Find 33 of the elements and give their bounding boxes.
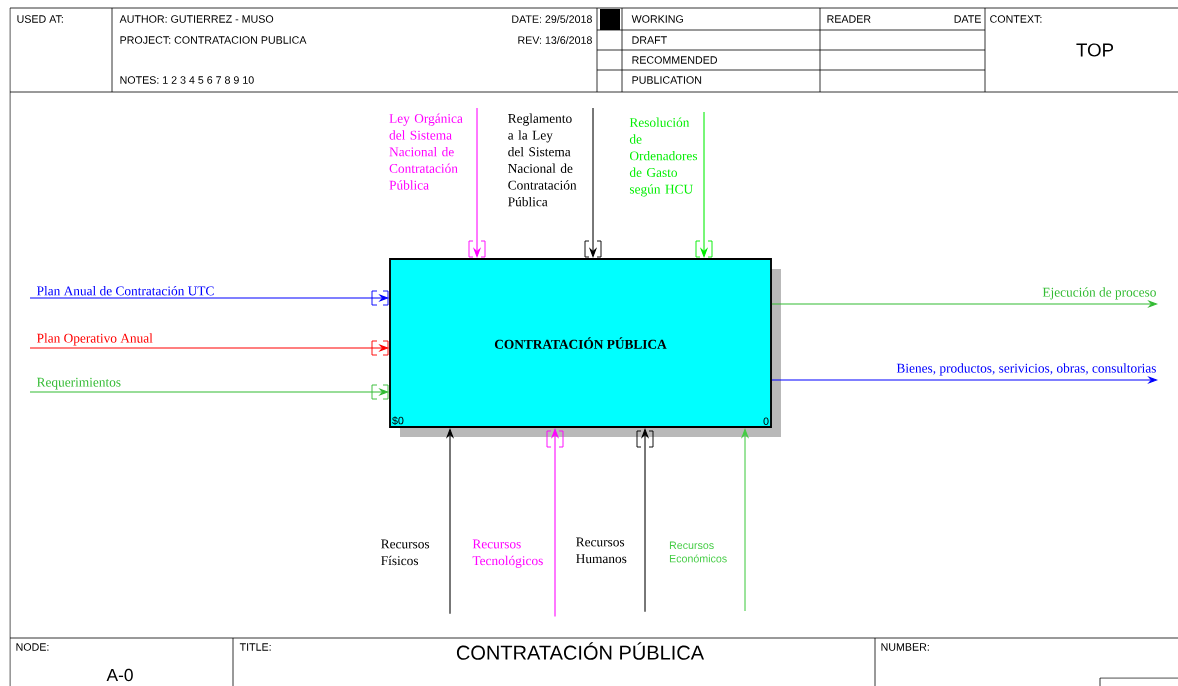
diagram-title: CONTRATACIÓN PÚBLICA <box>456 642 705 660</box>
arrow-label: Plan Anual de Contratación UTC <box>37 286 214 296</box>
revision-text: REV: 13/6/2018 <box>518 36 592 44</box>
status-text: PUBLICATION <box>632 76 702 84</box>
arrow-label: Reglamento a la Ley del Sistema Nacional de Contratación Pública <box>508 113 577 207</box>
arrow-label: Resolución de Ordenadores de Gasto según HCU <box>629 117 698 197</box>
field-label: TITLE: <box>239 643 271 651</box>
arrow-label: Ley Orgánica del Sistema Nacional de Contratación Pública <box>389 113 463 190</box>
arrow-label: Recursos Físicos <box>381 539 430 566</box>
project-text: PROJECT: CONTRATACION PUBLICA <box>120 36 307 44</box>
arrow-label: Recursos Económicos <box>669 541 727 563</box>
box-code: 0 <box>763 417 769 425</box>
field-label: DATE <box>954 15 981 23</box>
arrow-label: Plan Operativo Anual <box>37 333 153 346</box>
author-text: AUTHOR: GUTIERREZ - MUSO <box>119 15 274 23</box>
notes-text: NOTES: 1 2 3 4 5 6 7 8 9 10 <box>120 76 254 84</box>
arrow-label: Recursos Humanos <box>576 537 627 564</box>
field-label: CONTEXT: <box>990 15 1042 23</box>
arrow-label: Requerimientos <box>37 377 121 390</box>
arrow-label: Ejecución de proceso <box>1042 287 1156 300</box>
status-text: DRAFT <box>632 36 667 44</box>
date-text: DATE: 29/5/2018 <box>512 15 592 23</box>
field-label: USED AT: <box>17 15 63 23</box>
status-text: WORKING <box>631 15 683 23</box>
box-code: $0 <box>392 416 404 425</box>
arrow-label: Recursos Tecnológicos <box>472 539 543 568</box>
status-text: RECOMMENDED <box>632 56 717 64</box>
field-label: NUMBER: <box>881 643 929 651</box>
context-text: TOP <box>1076 43 1114 57</box>
arrow-label: Bienes, productos, serivicios, obras, consultorias <box>896 363 1156 376</box>
node-number: A-0 <box>106 668 133 682</box>
field-label: READER <box>827 15 871 23</box>
field-label: NODE: <box>16 643 49 651</box>
